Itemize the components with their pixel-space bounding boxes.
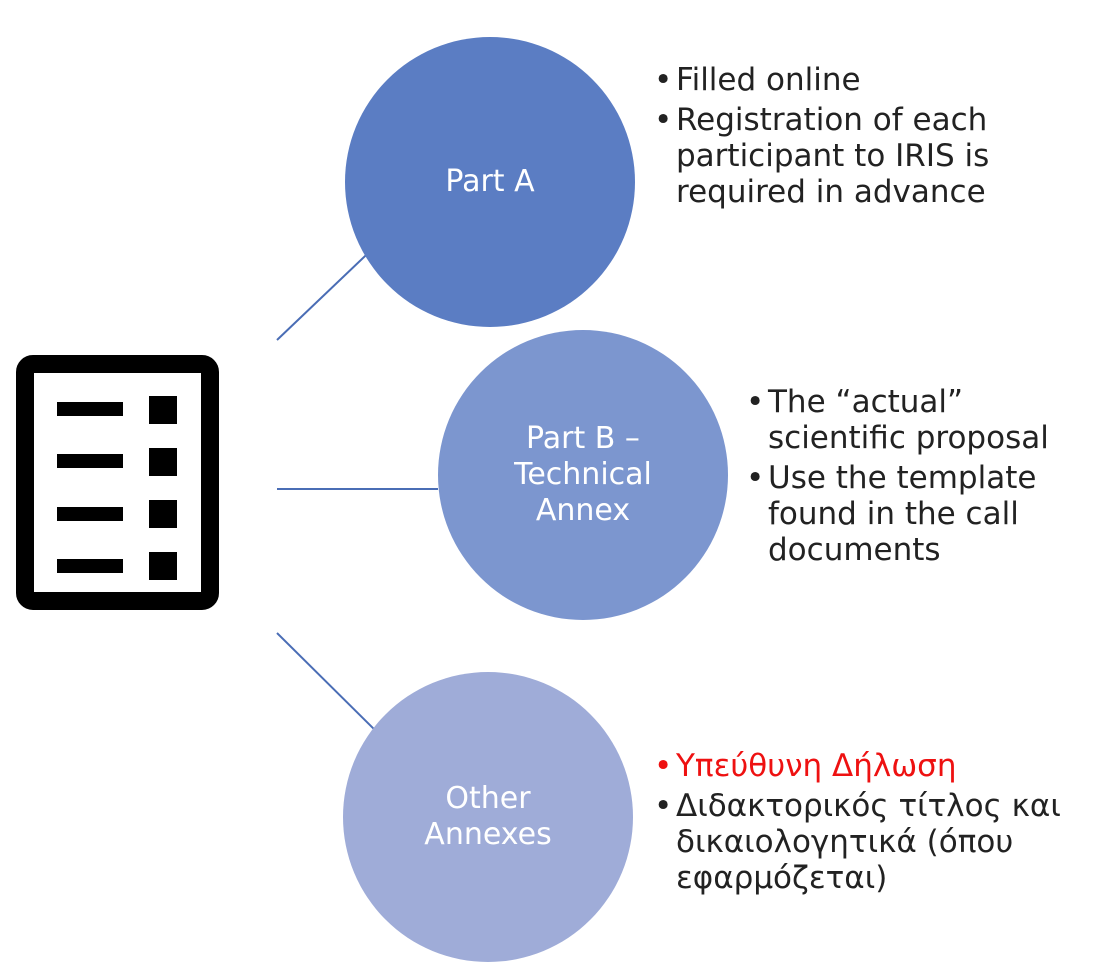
node-part-b-label-line3: Annex xyxy=(535,493,631,528)
node-part-b: Part B – Technical Annex xyxy=(438,330,728,620)
bullet-item: •Use the template found in the call docu… xyxy=(746,460,1037,568)
node-other-annexes: Other Annexes xyxy=(343,672,633,962)
connector-line-bottom xyxy=(276,632,384,739)
bullet-item: •Filled online xyxy=(654,62,861,98)
node-other-annexes-label-line1: Other xyxy=(445,781,531,816)
node-other-annexes-bullets: •Υπεύθυνη Δήλωση •Διδακτορικός τίτλος κα… xyxy=(654,748,1094,900)
document-list-icon xyxy=(16,355,219,610)
node-part-a-bullets: •Filled online •Registration of each par… xyxy=(654,62,1094,214)
bullet-item: •The “actual” scientific proposal xyxy=(746,384,1049,456)
node-part-b-label-line1: Part B – xyxy=(526,421,640,456)
node-part-b-label-line2: Technical xyxy=(514,457,652,492)
node-part-a-label: Part A xyxy=(445,164,535,199)
node-part-a: Part A xyxy=(345,37,635,327)
bullet-item: •Registration of each participant to IRI… xyxy=(654,102,990,210)
bullet-item: •Διδακτορικός τίτλος και δικαιολογητικά … xyxy=(654,788,1061,896)
bullet-item-highlighted: •Υπεύθυνη Δήλωση xyxy=(654,748,957,784)
node-other-annexes-label-line2: Annexes xyxy=(424,817,552,852)
node-part-b-bullets: •The “actual” scientific proposal •Use t… xyxy=(746,384,1096,572)
